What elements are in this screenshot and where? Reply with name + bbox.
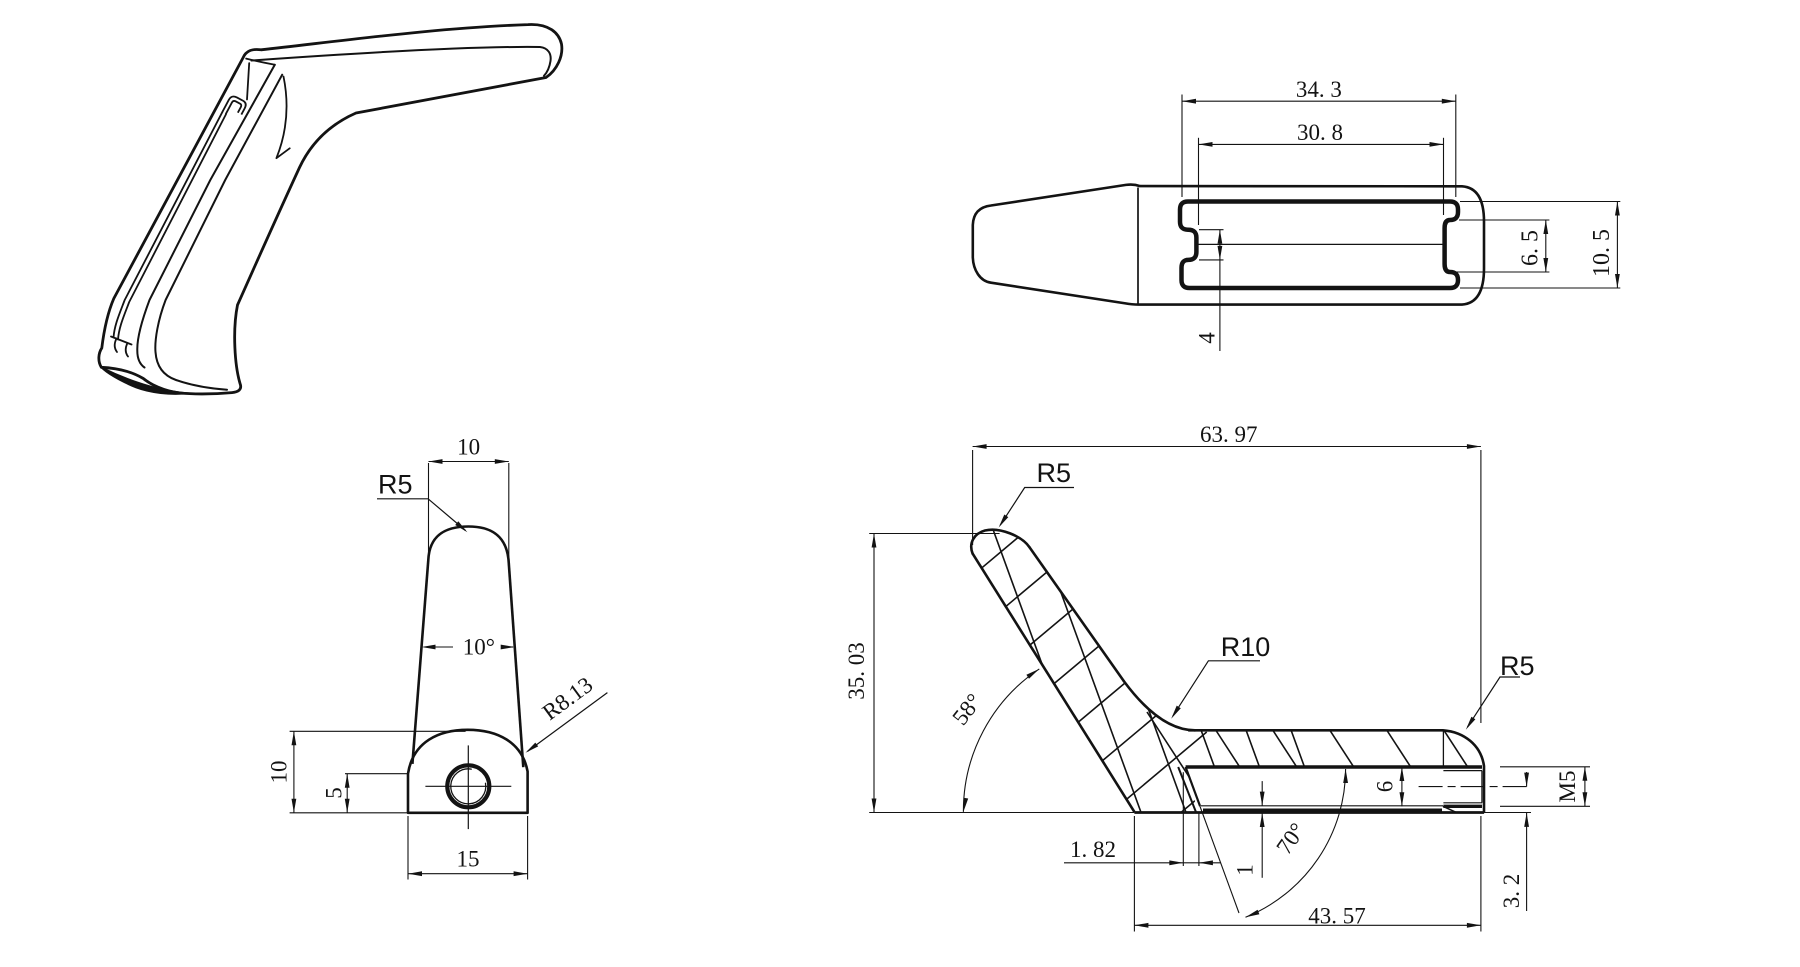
svg-text:43. 57: 43. 57 <box>1308 904 1366 929</box>
svg-text:6: 6 <box>1373 781 1398 793</box>
svg-text:30. 8: 30. 8 <box>1297 120 1343 145</box>
svg-text:6. 5: 6. 5 <box>1518 230 1544 266</box>
svg-text:M5: M5 <box>1555 771 1580 803</box>
svg-text:10: 10 <box>457 435 480 460</box>
svg-text:10°: 10° <box>463 635 495 660</box>
svg-text:1. 82: 1. 82 <box>1070 837 1116 862</box>
svg-text:4: 4 <box>1195 332 1220 344</box>
svg-text:15: 15 <box>457 847 480 872</box>
svg-text:63. 97: 63. 97 <box>1200 422 1258 447</box>
svg-text:5: 5 <box>322 787 347 799</box>
svg-text:3. 2: 3. 2 <box>1499 874 1524 909</box>
svg-text:1: 1 <box>1233 864 1258 876</box>
svg-text:10. 5: 10. 5 <box>1589 229 1615 277</box>
svg-text:10: 10 <box>267 761 292 784</box>
svg-text:35. 03: 35. 03 <box>844 642 869 700</box>
svg-text:34. 3: 34. 3 <box>1296 77 1342 102</box>
svg-text:R5: R5 <box>1500 651 1535 681</box>
svg-text:R5: R5 <box>378 470 413 500</box>
svg-text:R5: R5 <box>1037 458 1072 488</box>
svg-text:R10: R10 <box>1221 632 1271 662</box>
